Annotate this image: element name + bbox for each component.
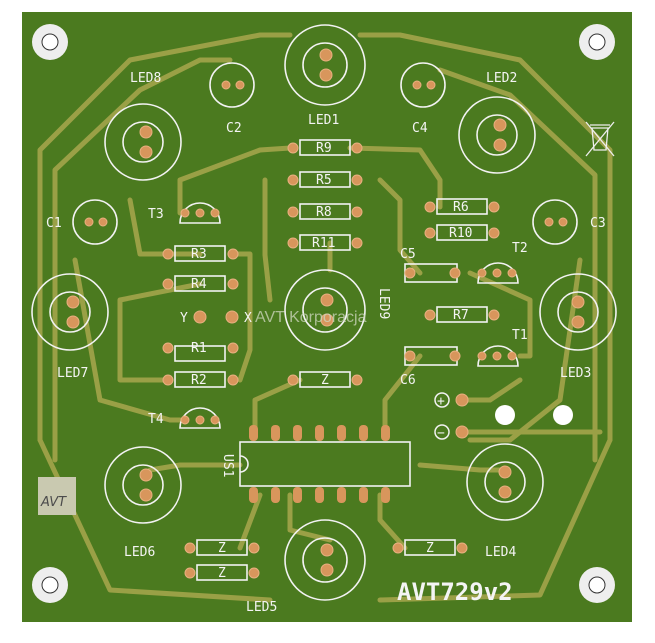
label-minus: − bbox=[437, 426, 445, 441]
pad-minus bbox=[455, 425, 469, 439]
plus-icon bbox=[434, 392, 450, 408]
led7 bbox=[31, 273, 109, 351]
pad-plus bbox=[455, 393, 469, 407]
weee-bin-icon bbox=[585, 121, 615, 157]
led4 bbox=[466, 443, 544, 521]
ic-us1-footprint bbox=[239, 425, 411, 503]
led6 bbox=[104, 446, 182, 524]
label-r6: R6 bbox=[453, 200, 469, 215]
label-led9: LED9 bbox=[376, 288, 391, 319]
capacitor-footprints bbox=[72, 62, 578, 366]
label-plus: + bbox=[437, 394, 445, 409]
led2 bbox=[458, 96, 536, 174]
label-z2: Z bbox=[218, 541, 226, 556]
label-r9: R9 bbox=[316, 141, 332, 156]
label-r2: R2 bbox=[191, 373, 207, 388]
label-led8: LED8 bbox=[130, 71, 161, 86]
label-led2: LED2 bbox=[486, 71, 517, 86]
drill-hole bbox=[495, 405, 515, 425]
label-led1: LED1 bbox=[308, 113, 339, 128]
label-r5: R5 bbox=[316, 173, 332, 188]
mounting-hole-icon bbox=[32, 24, 615, 603]
led3 bbox=[539, 273, 617, 351]
label-c6: C6 bbox=[400, 373, 416, 388]
label-r1: R1 bbox=[191, 341, 207, 356]
avt-logo-icon: AVT bbox=[38, 477, 76, 515]
label-r3: R3 bbox=[191, 247, 207, 262]
label-c2: C2 bbox=[226, 121, 242, 136]
pad-x bbox=[225, 310, 239, 324]
pad-y bbox=[193, 310, 207, 324]
led9 bbox=[284, 269, 366, 351]
label-z1: Z bbox=[321, 373, 329, 388]
label-c5: C5 bbox=[400, 247, 416, 262]
label-r11: R11 bbox=[312, 236, 335, 251]
label-led3: LED3 bbox=[560, 366, 591, 381]
label-led4: LED4 bbox=[485, 545, 516, 560]
label-r4: R4 bbox=[191, 277, 207, 292]
label-led5: LED5 bbox=[246, 600, 277, 615]
label-c3: C3 bbox=[590, 216, 606, 231]
label-t4: T4 bbox=[148, 412, 164, 427]
label-r10: R10 bbox=[449, 226, 472, 241]
drill-hole bbox=[553, 405, 573, 425]
watermark: AVT Korporacja bbox=[255, 309, 367, 326]
avt-logo-text: AVT bbox=[40, 495, 67, 510]
label-led6: LED6 bbox=[124, 545, 155, 560]
label-t1: T1 bbox=[512, 328, 528, 343]
led-footprints bbox=[31, 24, 617, 601]
label-r7: R7 bbox=[453, 308, 469, 323]
label-t2: T2 bbox=[512, 241, 528, 256]
led5 bbox=[284, 519, 366, 601]
label-c4: C4 bbox=[412, 121, 428, 136]
board-title: AVT729v2 bbox=[397, 578, 513, 606]
label-r8: R8 bbox=[316, 205, 332, 220]
led1 bbox=[284, 24, 366, 106]
minus-icon bbox=[434, 424, 450, 440]
label-y: Y bbox=[180, 311, 188, 326]
led8 bbox=[104, 103, 182, 181]
label-t3: T3 bbox=[148, 207, 164, 222]
label-x: X bbox=[244, 311, 252, 326]
label-us1: US1 bbox=[220, 454, 235, 477]
label-led7: LED7 bbox=[57, 366, 88, 381]
label-z3: Z bbox=[218, 566, 226, 581]
label-z4: Z bbox=[426, 541, 434, 556]
resistor-footprints bbox=[162, 139, 500, 581]
transistor-footprints bbox=[179, 202, 519, 429]
label-c1: C1 bbox=[46, 216, 62, 231]
